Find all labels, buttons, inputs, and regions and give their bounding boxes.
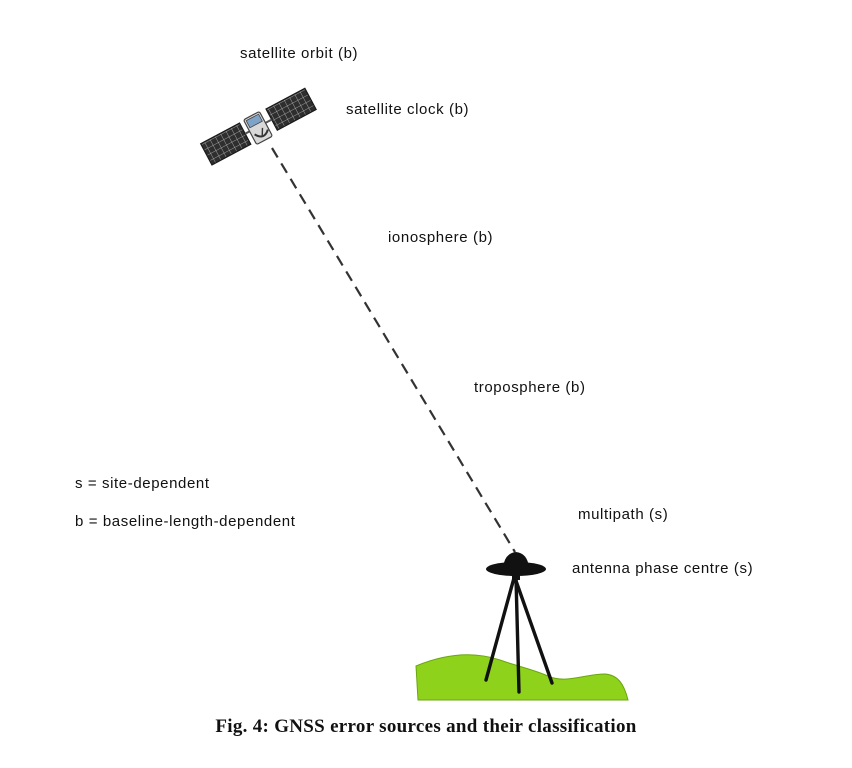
label-multipath: multipath (s) (578, 506, 669, 523)
label-satellite-clock: satellite clock (b) (346, 101, 470, 118)
left-solar-panel (199, 122, 252, 166)
gnss-antenna-icon (486, 552, 546, 580)
satellite-dish (254, 129, 269, 138)
tripod-icon (484, 576, 554, 694)
label-troposphere: troposphere (b) (474, 379, 586, 396)
label-ionosphere: ionosphere (b) (388, 229, 494, 246)
legend-baseline-dependent: b = baseline-length-dependent (75, 513, 296, 530)
right-solar-panel (265, 87, 317, 132)
label-antenna-phase-centre: antenna phase centre (s) (572, 560, 754, 577)
legend-site-dependent: s = site-dependent (75, 475, 210, 492)
signal-path (271, 147, 516, 553)
figure-caption: Fig. 4: GNSS error sources and their cla… (215, 716, 637, 737)
ground-terrain (415, 654, 629, 701)
label-satellite-orbit: satellite orbit (b) (240, 45, 359, 62)
satellite-icon (199, 87, 317, 166)
